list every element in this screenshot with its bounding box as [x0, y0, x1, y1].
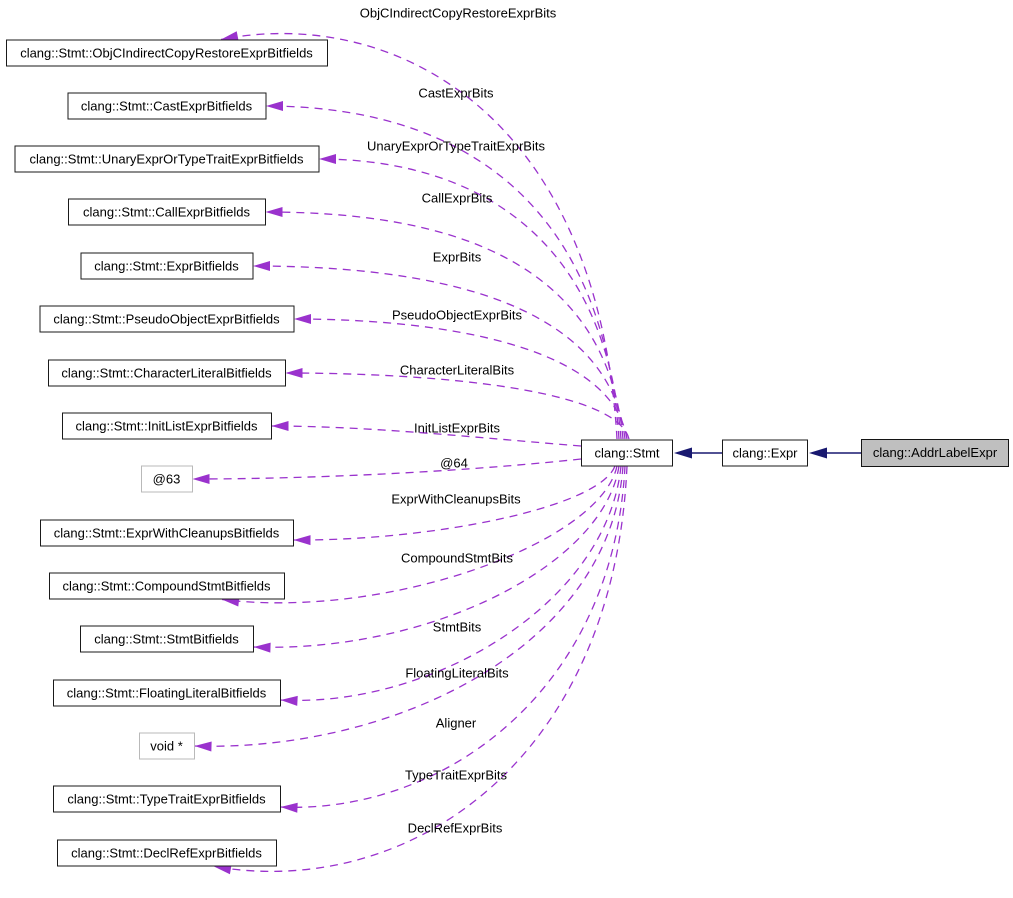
edge-label-aligner: Aligner	[435, 715, 477, 731]
edge-label-callexprbits: CallExprBits	[421, 190, 493, 206]
class-node-clang-stmt-initlistexprbitfields[interactable]: clang::Stmt::InitListExprBitfields	[61, 412, 272, 440]
edge-label-floatingliteralbits: FloatingLiteralBits	[405, 665, 509, 681]
class-node-clang-stmt-exprwithcleanupsbitfields[interactable]: clang::Stmt::ExprWithCleanupsBitfields	[39, 519, 294, 547]
class-node-label: clang::AddrLabelExpr	[872, 445, 998, 460]
member-edge	[280, 465, 622, 702]
edge-label-declrefexprbits: DeclRefExprBits	[407, 820, 503, 836]
class-node-label: clang::Stmt::ExprWithCleanupsBitfields	[53, 525, 280, 541]
class-node-label: void *	[150, 738, 183, 754]
edge-label-castexprbits: CastExprBits	[418, 85, 494, 101]
class-node-clang-stmt-declrefexprbitfields[interactable]: clang::Stmt::DeclRefExprBitfields	[56, 839, 277, 867]
arrowhead-icon	[809, 447, 827, 459]
edge-label-unaryexprortypetraitexprbits: UnaryExprOrTypeTraitExprBits	[367, 138, 545, 154]
class-node-label: @63	[152, 471, 181, 487]
class-node-label: clang::Expr	[732, 445, 798, 460]
class-node-clang-stmt-objcindirectcopyrestoreexprbitfields[interactable]: clang::Stmt::ObjCIndirectCopyRestoreExpr…	[5, 39, 328, 67]
member-edge	[285, 372, 630, 440]
arrowhead-icon	[294, 314, 311, 324]
arrowhead-icon	[285, 368, 303, 378]
edge-label--64: @64	[440, 455, 468, 471]
class-node-clang-stmt-castexprbitfields[interactable]: clang::Stmt::CastExprBitfields	[67, 92, 266, 120]
arrowhead-icon	[674, 447, 692, 459]
class-node-label: clang::Stmt	[594, 445, 660, 460]
class-node-clang-stmt-characterliteralbitfields[interactable]: clang::Stmt::CharacterLiteralBitfields	[47, 359, 286, 387]
class-node-label: clang::Stmt::CastExprBitfields	[80, 98, 253, 114]
edge-label-exprbits: ExprBits	[432, 249, 482, 265]
member-edge	[213, 465, 628, 872]
class-node-label: clang::Stmt::CompoundStmtBitfields	[62, 578, 271, 594]
class-node-label: clang::Stmt::StmtBitfields	[94, 631, 239, 647]
member-edge	[318, 158, 622, 440]
member-edge	[192, 458, 582, 480]
class-node-clang-stmt-compoundstmtbitfields[interactable]: clang::Stmt::CompoundStmtBitfields	[48, 572, 285, 600]
arrowhead-icon	[271, 421, 289, 431]
class-node-clang-stmt-unaryexprortypetraitexprbitfields[interactable]: clang::Stmt::UnaryExprOrTypeTraitExprBit…	[14, 145, 319, 173]
class-node-label: clang::Stmt::TypeTraitExprBitfields	[67, 791, 266, 807]
edge-label-initlistexprbits: InitListExprBits	[414, 420, 500, 436]
member-edge	[252, 265, 626, 440]
edge-label-compoundstmtbits: CompoundStmtBits	[401, 550, 513, 566]
class-node-clang-addrlabelexpr: clang::AddrLabelExpr	[861, 438, 1009, 467]
arrowhead-icon	[253, 261, 270, 271]
class-node-clang-stmt-typetraitexprbitfields[interactable]: clang::Stmt::TypeTraitExprBitfields	[52, 785, 281, 813]
member-edge	[271, 425, 582, 447]
class-node-clang-stmt-floatingliteralbitfields[interactable]: clang::Stmt::FloatingLiteralBitfields	[52, 679, 281, 707]
arrowhead-icon	[266, 101, 283, 111]
class-node-label: clang::Stmt::UnaryExprOrTypeTraitExprBit…	[29, 151, 304, 167]
class-node-label: clang::Stmt::ExprBitfields	[94, 258, 239, 274]
class-node-label: clang::Stmt::PseudoObjectExprBitfields	[53, 311, 280, 327]
arrowhead-icon	[221, 31, 239, 42]
class-node-label: clang::Stmt::InitListExprBitfields	[75, 418, 258, 434]
arrowhead-icon	[280, 802, 298, 813]
member-edge	[265, 105, 620, 440]
member-edge	[221, 465, 618, 604]
arrowhead-icon	[293, 535, 311, 546]
class-node-clang-stmt-pseudoobjectexprbitfields[interactable]: clang::Stmt::PseudoObjectExprBitfields	[39, 305, 294, 333]
class-node-label: clang::Stmt::FloatingLiteralBitfields	[66, 685, 267, 701]
member-edge	[293, 465, 616, 541]
class-node-63: @63	[140, 465, 193, 493]
class-node-clang-stmt-stmtbitfields[interactable]: clang::Stmt::StmtBitfields	[79, 625, 254, 653]
class-node-label: clang::Stmt::ObjCIndirectCopyRestoreExpr…	[20, 45, 313, 61]
member-edge	[220, 32, 618, 440]
edge-label-objcindirectcopyrestoreexprbits: ObjCIndirectCopyRestoreExprBits	[359, 5, 557, 21]
member-edge	[265, 211, 624, 440]
edge-label-typetraitexprbits: TypeTraitExprBits	[404, 767, 508, 783]
class-node-clang-stmt-callexprbitfields[interactable]: clang::Stmt::CallExprBitfields	[67, 198, 266, 226]
member-edge	[194, 465, 624, 747]
class-node-label: clang::Stmt::DeclRefExprBitfields	[71, 845, 262, 861]
class-node-clang-expr[interactable]: clang::Expr	[722, 439, 808, 466]
class-node-void: void *	[138, 732, 195, 760]
edge-label-pseudoobjectexprbits: PseudoObjectExprBits	[391, 307, 523, 323]
arrowhead-icon	[265, 207, 283, 217]
member-edge	[293, 318, 628, 440]
member-edge	[280, 465, 626, 808]
arrowhead-icon	[253, 642, 271, 653]
edge-label-characterliteralbits: CharacterLiteralBits	[399, 362, 515, 378]
arrowhead-icon	[319, 154, 336, 164]
edge-label-stmtbits: StmtBits	[432, 619, 482, 635]
arrowhead-icon	[194, 741, 212, 752]
class-node-clang-stmt[interactable]: clang::Stmt	[581, 439, 673, 466]
arrowhead-icon	[280, 695, 298, 706]
member-edge	[253, 465, 620, 648]
class-node-label: clang::Stmt::CallExprBitfields	[83, 204, 250, 220]
class-node-clang-stmt-exprbitfields[interactable]: clang::Stmt::ExprBitfields	[80, 252, 253, 280]
arrowhead-icon	[214, 864, 232, 875]
class-node-label: clang::Stmt::CharacterLiteralBitfields	[61, 365, 272, 381]
arrowhead-icon	[192, 474, 210, 484]
edge-label-exprwithcleanupsbits: ExprWithCleanupsBits	[391, 491, 521, 507]
